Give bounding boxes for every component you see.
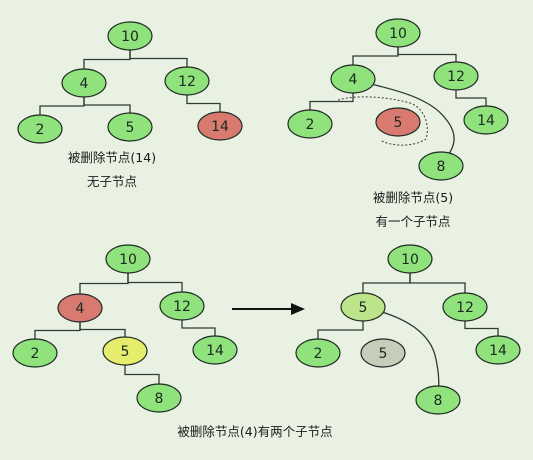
tree-node-two-children-after-n8: 8 [415,385,461,415]
node-label: 2 [314,346,323,362]
tree-node-two-children-before-n12: 12 [159,291,205,321]
tree-node-no-children-n12: 12 [164,66,210,96]
tree-node-no-children-n14: 14 [197,111,243,141]
node-ellipse [61,68,107,98]
caption-two-children-before-line-1: 被删除节点(4)有两个子节点 [177,424,332,439]
node-ellipse [57,293,103,323]
node-label: 12 [447,69,465,85]
node-label: 4 [76,301,85,317]
tree-node-one-child-n10: 10 [375,18,421,48]
node-label: 14 [211,119,229,135]
node-ellipse [340,292,386,322]
tree-node-no-children-n2: 2 [17,114,63,144]
node-label: 8 [434,393,443,409]
tree-node-two-children-after-n2: 2 [295,338,341,368]
tree-node-one-child-n2: 2 [287,109,333,139]
node-ellipse [475,335,521,365]
node-label: 14 [477,113,495,129]
tree-node-two-children-before-n8: 8 [136,383,182,413]
node-label: 2 [36,122,45,138]
node-ellipse [107,112,153,142]
node-label: 10 [389,26,407,42]
node-ellipse [159,291,205,321]
tree-node-two-children-before-n14: 14 [192,335,238,365]
node-ellipse [102,336,148,366]
node-ellipse [442,292,488,322]
node-layer: 10 4 12 2 5 14 10 4 12 2 5 14 8 10 4 12 2 5 14 8 10 5 12 2 5 14 8 [12,18,521,415]
tree-node-one-child-n4: 4 [330,64,376,94]
tree-node-two-children-before-n5: 5 [102,336,148,366]
node-ellipse [330,64,376,94]
node-label: 5 [379,346,388,362]
node-ellipse [12,338,58,368]
node-ellipse [415,385,461,415]
node-label: 8 [437,159,446,175]
node-ellipse [433,61,479,91]
node-label: 5 [121,344,130,360]
node-ellipse [17,114,63,144]
tree-node-one-child-n14: 14 [463,105,509,135]
node-ellipse [164,66,210,96]
node-label: 2 [306,117,315,133]
node-label: 14 [206,343,224,359]
caption-no-children-line-1: 被删除节点(14) [68,150,156,165]
tree-node-two-children-after-n12: 12 [442,292,488,322]
tree-node-two-children-before-n2: 2 [12,338,58,368]
node-label: 12 [178,74,196,90]
node-ellipse [375,18,421,48]
tree-node-no-children-n10: 10 [107,21,153,51]
node-label: 10 [401,252,419,268]
tree-node-two-children-after-n5top: 5 [340,292,386,322]
node-label: 2 [31,346,40,362]
tree-node-two-children-before-n4: 4 [57,293,103,323]
node-ellipse [418,151,464,181]
node-ellipse [463,105,509,135]
node-ellipse [375,107,421,137]
node-ellipse [360,338,406,368]
dashed-outline-one-child-0 [337,96,428,146]
caption-one-child-line-2: 有一个子节点 [375,214,450,229]
node-ellipse [192,335,238,365]
node-label: 10 [121,29,139,45]
tree-node-two-children-after-n14: 14 [475,335,521,365]
tree-node-no-children-n5: 5 [107,112,153,142]
node-ellipse [136,383,182,413]
caption-one-child-line-1: 被删除节点(5) [373,190,453,205]
caption-no-children-line-2: 无子节点 [87,174,137,189]
node-label: 8 [155,391,164,407]
node-ellipse [295,338,341,368]
node-label: 14 [489,343,507,359]
node-ellipse [107,21,153,51]
node-label: 10 [119,252,137,268]
node-ellipse [387,244,433,274]
node-label: 4 [80,76,89,92]
node-label: 5 [394,115,403,131]
tree-node-no-children-n4: 4 [61,68,107,98]
node-ellipse [287,109,333,139]
node-label: 4 [349,72,358,88]
tree-node-two-children-after-n10: 10 [387,244,433,274]
node-label: 12 [456,300,474,316]
node-ellipse [105,244,151,274]
tree-node-two-children-after-n5old: 5 [360,338,406,368]
tree-node-two-children-before-n10: 10 [105,244,151,274]
tree-node-one-child-n12: 12 [433,61,479,91]
node-ellipse [197,111,243,141]
transform-arrow [232,303,305,315]
node-label: 5 [359,300,368,316]
node-label: 5 [126,120,135,136]
node-label: 12 [173,299,191,315]
tree-node-one-child-n8: 8 [418,151,464,181]
tree-node-one-child-n5: 5 [375,107,421,137]
